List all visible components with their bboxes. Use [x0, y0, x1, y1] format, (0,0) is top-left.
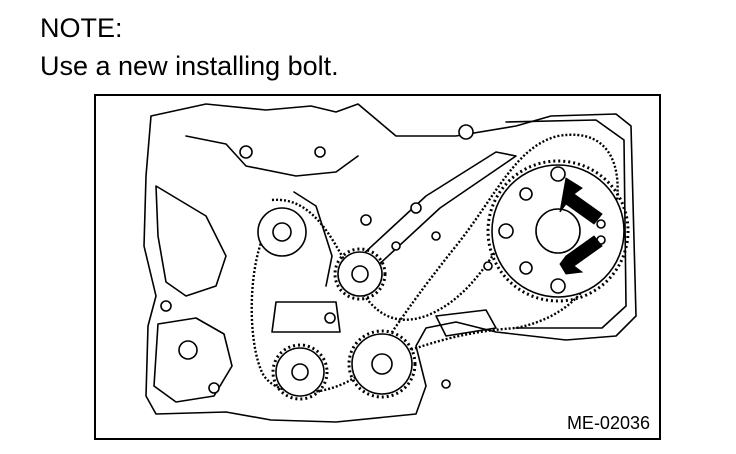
lower-right-plate: [435, 309, 497, 337]
slanted-guide-lower: [293, 191, 333, 287]
timing-chain-main: [250, 133, 619, 394]
note-heading: NOTE:: [40, 13, 123, 43]
center-bracket: [271, 301, 341, 333]
timing-chain-illustration: [143, 103, 637, 423]
left-plate: [155, 185, 227, 297]
lower-left-housing: [153, 317, 233, 403]
arrow-up-left-icon: [559, 235, 603, 275]
right-cover-edge: [505, 119, 627, 329]
figure-code: ME-02036: [564, 412, 652, 434]
engine-block-outline: [143, 103, 637, 423]
note-text: Use a new installing bolt.: [40, 51, 339, 81]
arrow-down-left-icon: [559, 177, 603, 225]
upper-cover-edge: [185, 135, 359, 177]
cam-sprocket-hub: [535, 208, 581, 254]
figure-frame: ME-02036: [94, 94, 661, 440]
